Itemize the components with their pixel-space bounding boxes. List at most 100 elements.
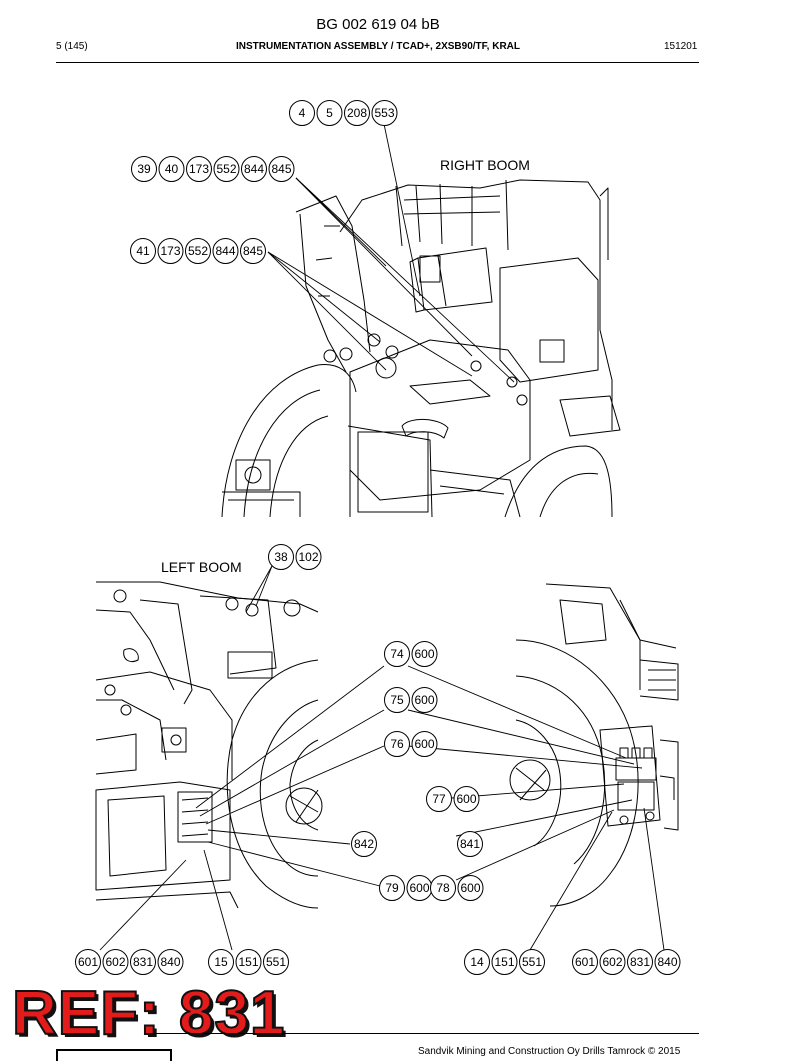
callout-number: 77 bbox=[432, 792, 446, 806]
callout-number: 602 bbox=[105, 955, 125, 969]
callout-bubble: 102 bbox=[295, 544, 322, 570]
callout-number: 600 bbox=[460, 881, 480, 895]
callout-number: 600 bbox=[414, 647, 434, 661]
callout-layer: 4 5 208 553 39 40 173 552 844 845 41 173 552 844 845 38… bbox=[75, 100, 681, 975]
callout-number: 601 bbox=[575, 955, 595, 969]
callout-bubble: 601 bbox=[75, 949, 101, 975]
callout-bubble: 842 bbox=[351, 831, 377, 857]
callout-bubble: 151 bbox=[235, 949, 262, 975]
left-boom-label: LEFT BOOM bbox=[161, 559, 242, 575]
callout-number: 39 bbox=[137, 162, 151, 176]
document-number: BG 002 619 04 bB bbox=[316, 16, 440, 33]
callout-bubble: 38 bbox=[268, 544, 294, 570]
callout-bubble: 600 bbox=[411, 731, 438, 757]
callout-number: 76 bbox=[390, 737, 404, 751]
callout-number: 844 bbox=[244, 162, 264, 176]
callout-number: 173 bbox=[160, 244, 180, 258]
callout-number: 5 bbox=[326, 106, 333, 120]
callout-bubble: 552 bbox=[213, 156, 240, 182]
callout-number: 14 bbox=[470, 955, 484, 969]
callout-number: 601 bbox=[78, 955, 98, 969]
callout-bubble: 845 bbox=[240, 238, 266, 264]
callout-number: 844 bbox=[215, 244, 235, 258]
callout-bubble: 831 bbox=[627, 949, 653, 975]
callout-bubble: 552 bbox=[185, 238, 211, 264]
callout-bubble: 40 bbox=[158, 156, 185, 182]
callout-number: 552 bbox=[188, 244, 208, 258]
callout-bubble: 173 bbox=[186, 156, 212, 182]
page-number: 5 (145) bbox=[56, 41, 88, 52]
callout-bubble: 75 bbox=[384, 687, 410, 713]
callout-bubble: 14 bbox=[464, 949, 490, 975]
callout-bubble: 600 bbox=[453, 786, 480, 812]
date-code: 151201 bbox=[664, 41, 698, 52]
footer-copyright: Sandvik Mining and Construction Oy Drill… bbox=[418, 1046, 681, 1057]
callout-number: 600 bbox=[414, 693, 434, 707]
leader-lines bbox=[99, 123, 665, 951]
callout-number: 600 bbox=[409, 881, 429, 895]
reference-stamp: REF: 831 bbox=[11, 979, 286, 1048]
callout-number: 40 bbox=[165, 162, 179, 176]
callout-bubble: 78 bbox=[430, 875, 456, 901]
callout-bubble: 15 bbox=[208, 949, 234, 975]
callout-bubble: 600 bbox=[406, 875, 433, 901]
left-boom-drawing bbox=[95, 581, 323, 909]
callout-number: 208 bbox=[347, 106, 367, 120]
callout-bubble: 74 bbox=[384, 641, 410, 667]
callout-bubble: 208 bbox=[344, 100, 370, 126]
callout-number: 74 bbox=[390, 647, 404, 661]
callout-bubble: 602 bbox=[102, 949, 129, 975]
callout-number: 551 bbox=[266, 955, 286, 969]
callout-bubble: 551 bbox=[263, 949, 289, 975]
callout-bubble: 553 bbox=[371, 100, 398, 126]
callout-number: 842 bbox=[354, 837, 374, 851]
callout-number: 102 bbox=[298, 550, 318, 564]
callout-bubble: 602 bbox=[599, 949, 626, 975]
callout-bubble: 601 bbox=[572, 949, 598, 975]
callout-bubble: 41 bbox=[130, 238, 156, 264]
callout-bubble: 173 bbox=[157, 238, 184, 264]
callout-number: 840 bbox=[657, 955, 677, 969]
callout-number: 15 bbox=[214, 955, 228, 969]
callout-number: 4 bbox=[299, 106, 306, 120]
callout-bubble: 831 bbox=[130, 949, 156, 975]
callout-bubble: 600 bbox=[457, 875, 484, 901]
callout-number: 78 bbox=[436, 881, 450, 895]
callout-bubble: 840 bbox=[157, 949, 184, 975]
callout-number: 845 bbox=[243, 244, 263, 258]
callout-number: 151 bbox=[494, 955, 514, 969]
callout-bubble: 600 bbox=[411, 641, 438, 667]
callout-bubble: 844 bbox=[212, 238, 239, 264]
callout-bubble: 845 bbox=[268, 156, 295, 182]
callout-bubble: 840 bbox=[654, 949, 681, 975]
company-logo bbox=[56, 1049, 172, 1061]
callout-number: 552 bbox=[216, 162, 236, 176]
document-title: INSTRUMENTATION ASSEMBLY / TCAD+, 2XSB90… bbox=[235, 41, 520, 52]
callout-bubble: 5 bbox=[316, 100, 343, 126]
callout-bubble: 79 bbox=[379, 875, 405, 901]
callout-number: 845 bbox=[271, 162, 291, 176]
footer-rule bbox=[150, 1033, 699, 1034]
callout-number: 841 bbox=[460, 837, 480, 851]
callout-number: 79 bbox=[385, 881, 399, 895]
callout-bubble: 841 bbox=[457, 831, 483, 857]
right-side-drawing bbox=[509, 583, 679, 907]
callout-number: 173 bbox=[189, 162, 209, 176]
callout-bubble: 151 bbox=[491, 949, 518, 975]
callout-bubble: 4 bbox=[289, 100, 315, 126]
callout-bubble: 551 bbox=[519, 949, 545, 975]
callout-bubble: 76 bbox=[384, 731, 410, 757]
callout-bubble: 77 bbox=[426, 786, 452, 812]
right-boom-drawing bbox=[221, 179, 621, 518]
callout-number: 551 bbox=[522, 955, 542, 969]
callout-bubble: 844 bbox=[241, 156, 267, 182]
header-rule bbox=[56, 62, 699, 63]
callout-number: 600 bbox=[414, 737, 434, 751]
right-boom-label: RIGHT BOOM bbox=[440, 157, 530, 173]
callout-number: 600 bbox=[456, 792, 476, 806]
callout-bubble: 600 bbox=[411, 687, 438, 713]
callout-number: 41 bbox=[136, 244, 150, 258]
callout-number: 602 bbox=[602, 955, 622, 969]
callout-number: 75 bbox=[390, 693, 404, 707]
